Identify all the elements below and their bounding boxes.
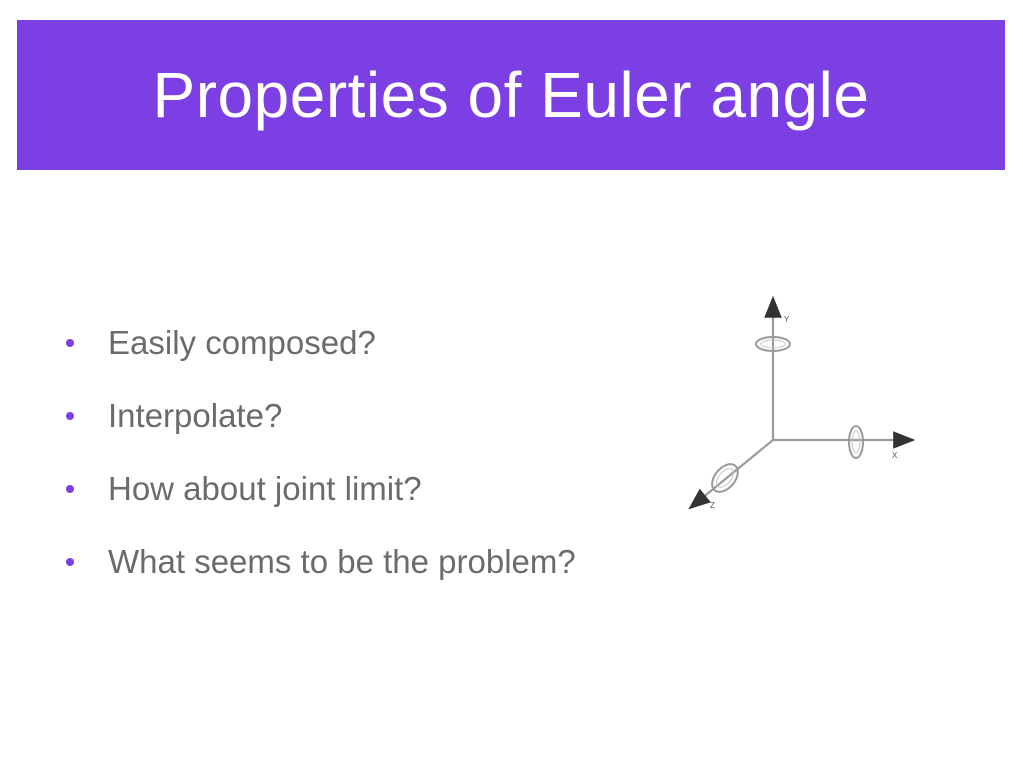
bullet-dot-icon (66, 484, 74, 493)
bullet-dot-icon (66, 411, 74, 420)
list-item: Interpolate? (60, 379, 576, 452)
bullet-text: Easily composed? (108, 323, 376, 361)
euler-axes-figure: Y X Z (688, 295, 916, 510)
bullet-text: Interpolate? (108, 396, 283, 434)
y-axis-label: Y (784, 315, 790, 324)
bullet-dot-icon (66, 338, 74, 347)
list-item: What seems to be the problem? (60, 525, 576, 598)
x-rotation-icon (848, 425, 864, 459)
title-bar: Properties of Euler angle (17, 20, 1005, 170)
bullet-text: What seems to be the problem? (108, 542, 576, 580)
list-item: How about joint limit? (60, 452, 576, 525)
x-axis-label: X (892, 451, 898, 460)
bullet-list: Easily composed? Interpolate? How about … (60, 306, 576, 598)
slide-title: Properties of Euler angle (152, 59, 870, 131)
y-rotation-icon (755, 336, 791, 352)
list-item: Easily composed? (60, 306, 576, 379)
bullet-text: How about joint limit? (108, 469, 422, 507)
z-rotation-icon (711, 463, 739, 493)
z-axis-label: Z (710, 501, 715, 510)
bullet-dot-icon (66, 557, 74, 566)
z-axis-line (688, 439, 774, 510)
